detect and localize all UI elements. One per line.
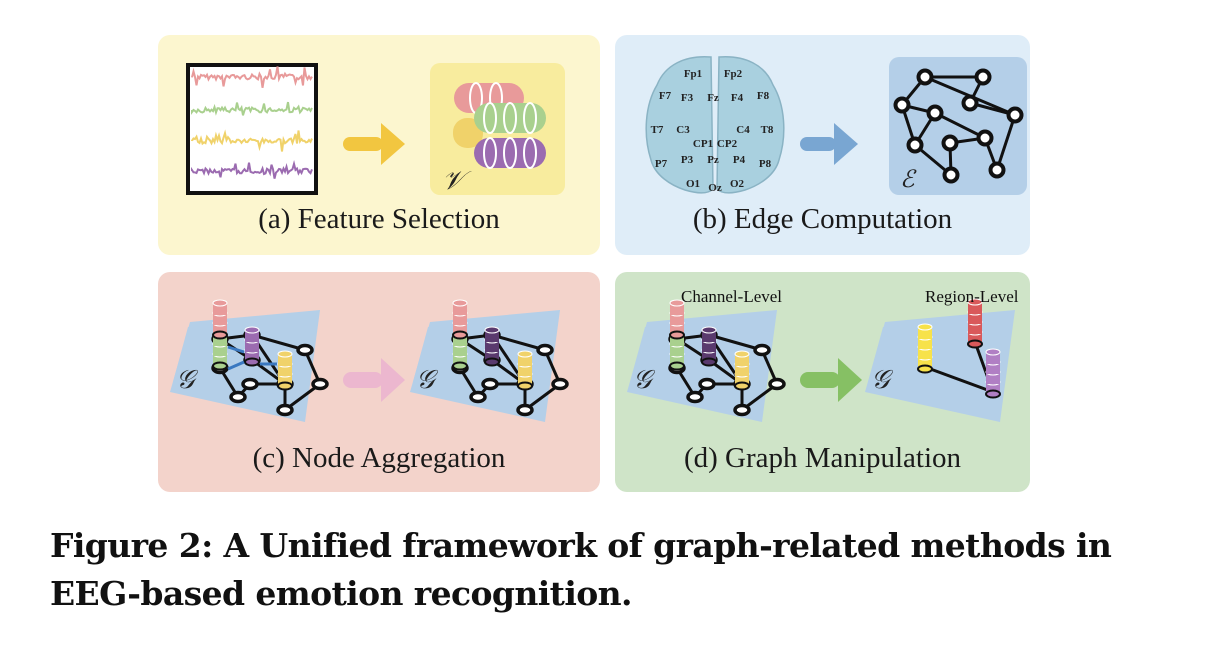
arrow-icon [800,123,858,165]
panel-title: (a) Feature Selection [258,203,500,235]
electrode-label: F7 [659,90,672,102]
graph-node [976,129,994,147]
message-arrow [227,360,245,371]
graph-node [1006,106,1024,124]
panel-graph-manipulation: 𝒢 𝒢 Channel-Level Region-Level (d) Graph… [615,272,1030,492]
electrode-label: C4 [736,124,750,136]
panel-title: (b) Edge Computation [692,203,953,235]
electrode-label: T7 [651,124,664,136]
electrode-label: F4 [731,92,744,104]
eeg-signal-green [191,101,313,116]
graph-edge [491,333,546,352]
region-level-label: Region-Level [925,287,1019,306]
graph-node [296,343,314,357]
graph-node [229,390,247,404]
channel-level-graph: 𝒢 [627,299,786,422]
graph-after: 𝒢 [410,299,569,422]
graph-node [906,136,924,154]
graph-node [698,377,716,391]
graph-edge [995,114,1017,171]
graph-node [551,377,569,391]
graph-node [961,94,979,112]
panel-node-aggregation: 𝒢 𝒢 (c) Node Aggregation [158,272,600,492]
panel-title: (c) Node Aggregation [252,442,506,474]
caption-line-1: Figure 2: A Unified framework of graph-r… [50,526,1112,565]
graph-manipulation-figure: 𝒢 𝒢 [627,298,1015,422]
graph-node [916,68,934,86]
graph-edge [934,111,986,140]
region-level-graph: 𝒢 [865,298,1015,422]
feature-cylinders-icon [453,82,546,169]
electrode-label: CP1 [693,138,713,150]
graph-symbol: 𝒢 [633,365,656,395]
brain-right-hemisphere [716,56,785,194]
electrode-label: P3 [681,154,694,166]
electrode-label: F3 [681,92,694,104]
panel-feature-selection: 𝒱 (a) Feature Selection [158,35,600,255]
graph-node [733,403,751,417]
graph-symbol: 𝒢 [416,365,439,395]
electrode-label: Pz [707,154,719,166]
electrode-label: Fp2 [724,68,743,80]
channel-level-label: Channel-Level [681,287,783,306]
eeg-signal-yellow [191,129,313,152]
graph-node [768,377,786,391]
electrode-label: Fp1 [684,68,702,80]
electrode-label: P7 [655,158,668,170]
electrode-label: O1 [686,178,700,190]
graph-node [974,68,992,86]
electrode-label: F8 [757,90,770,102]
eeg-signal-red [191,66,313,88]
graph-node [481,377,499,391]
graph-node [926,104,944,122]
graph-node [988,161,1006,179]
graph-symbol: 𝒢 [176,365,199,395]
graph-node [311,377,329,391]
graph-node [753,343,771,357]
graph-before: 𝒢 [170,299,329,422]
electrode-label: P8 [759,158,772,170]
graph-edge [251,333,306,352]
graph-edge [924,365,994,394]
electrode-label: O2 [730,178,745,190]
electrode-label: C3 [676,124,690,136]
message-arrow [227,345,245,354]
arrow-icon [343,358,405,402]
electrode-label: P4 [733,154,746,166]
graph-node [241,377,259,391]
eeg-signal-purple [191,160,313,179]
arrow-icon [800,358,862,402]
caption-line-2: EEG-based emotion recognition. [50,574,633,613]
graph-node [516,403,534,417]
electrode-label: T8 [761,124,774,136]
figure-caption: Figure 2: A Unified framework of graph-r… [50,522,1200,618]
graph-node [941,134,959,152]
electrode-label: Fz [707,92,719,104]
node-aggregation-figure: 𝒢 𝒢 [170,299,569,422]
eeg-signals-figure: 𝒱 [186,63,565,196]
electrode-label: Oz [708,182,722,194]
graph-node [942,166,960,184]
graph-node [536,343,554,357]
edge-graph [893,68,1024,184]
graph-node [686,390,704,404]
electrode-label: CP2 [717,138,738,150]
graph-node [276,403,294,417]
graph-edge [708,333,763,352]
arrow-icon [343,123,405,165]
edge-set-symbol: ℰ [900,165,917,193]
graph-symbol: 𝒢 [871,365,894,395]
panel-title: (d) Graph Manipulation [683,442,962,474]
graph-node [469,390,487,404]
graph-node [893,96,911,114]
brain-left-hemisphere [645,56,714,194]
